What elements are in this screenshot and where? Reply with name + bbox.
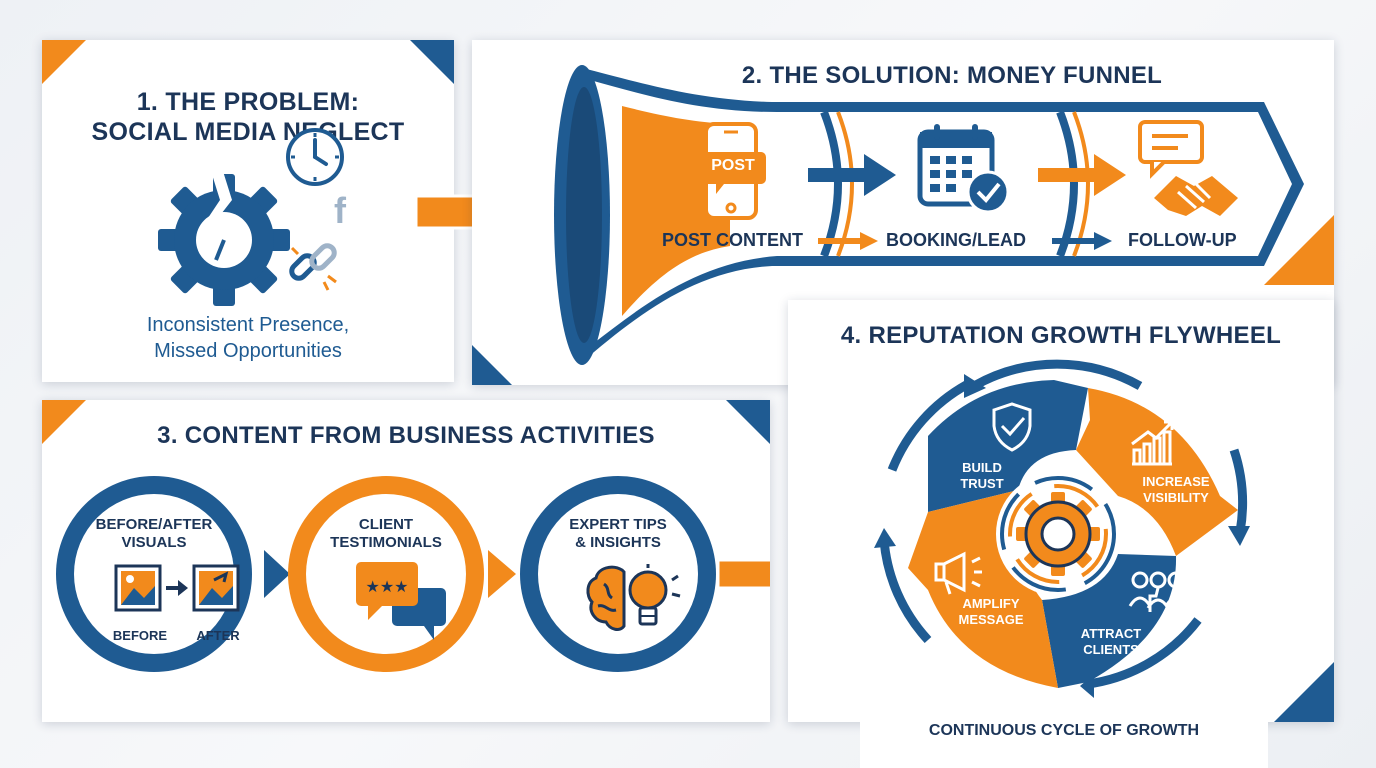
flywheel-footer-caption: CONTINUOUS CYCLE OF GROWTH	[928, 722, 1200, 739]
before-after-photos-icon	[114, 564, 240, 612]
step-label-follow-up: FOLLOW-UP	[1128, 230, 1237, 250]
flywheel-title: 4. REPUTATION GROWTH FLYWHEEL	[840, 322, 1282, 349]
small-arrow-icon	[1052, 232, 1112, 250]
clock-icon	[286, 128, 344, 186]
flywheel-segment-attract-clients: ATTRACT CLIENTS	[1080, 626, 1142, 657]
flywheel-segment-build-trust: BUILD TRUST	[960, 460, 1004, 491]
people-group-icon	[1128, 571, 1188, 612]
flywheel-footer-strip: CONTINUOUS CYCLE OF GROWTH	[860, 708, 1268, 768]
flywheel-segment-increase-visibility: INCREASE VISIBILITY	[1142, 474, 1210, 505]
step-label-post-content: POST CONTENT	[662, 230, 804, 250]
solution-title: 2. THE SOLUTION: MONEY FUNNEL	[741, 62, 1163, 89]
content-item-testimonials-title: CLIENT TESTIMONIALS	[330, 516, 442, 551]
flywheel-graphic	[874, 359, 1250, 698]
blue-corner-accent	[410, 40, 454, 84]
handshake-chat-icon	[1138, 120, 1238, 216]
phone-post-icon	[700, 122, 766, 220]
step-label-booking-lead: BOOKING/LEAD	[886, 230, 1027, 250]
flywheel-segment-amplify-message: AMPLIFY MESSAGE	[958, 596, 1024, 627]
blue-corner-accent	[472, 345, 512, 385]
problem-subtitle: Inconsistent Presence, Missed Opportunit…	[146, 314, 350, 362]
solution-panel: 2. THE SOLUTION: MONEY FUNNEL POST	[472, 40, 1334, 385]
flywheel-panel: 4. REPUTATION GROWTH FLYWHEEL	[788, 300, 1334, 722]
broken-link-icon	[289, 243, 337, 291]
content-item-expert-tips-title: EXPERT TIPS & INSIGHTS	[569, 516, 667, 551]
svg-text:★★★: ★★★	[365, 577, 408, 596]
small-arrow-icon	[818, 232, 878, 250]
brain-lightbulb-icon	[586, 564, 681, 631]
broken-gear-icon	[158, 168, 290, 306]
orange-corner-accent	[42, 40, 86, 84]
calendar-check-icon	[917, 124, 1010, 214]
growth-chart-icon	[1131, 420, 1174, 466]
megaphone-icon	[934, 551, 982, 595]
after-label: AFTER	[196, 628, 240, 643]
content-title: 3. CONTENT FROM BUSINESS ACTIVITIES	[157, 422, 655, 449]
problem-panel: 1. THE PROBLEM: SOCIAL MEDIA NEGLECT	[42, 40, 454, 382]
content-panel: 3. CONTENT FROM BUSINESS ACTIVITIES BEFO…	[42, 400, 770, 722]
problem-title: 1. THE PROBLEM: SOCIAL MEDIA NEGLECT	[91, 88, 405, 146]
post-badge-label: POST	[711, 157, 755, 174]
blue-corner-accent	[1274, 662, 1334, 722]
orange-corner-accent	[42, 400, 86, 444]
arrow-to-followup-icon	[1038, 154, 1126, 196]
testimonial-bubbles-icon: ★★★	[356, 562, 446, 640]
before-label: BEFORE	[112, 628, 168, 643]
arrow-to-booking-icon	[808, 154, 896, 196]
content-item-before-after-title: BEFORE/AFTER VISUALS	[95, 516, 213, 551]
blue-corner-accent	[726, 400, 770, 444]
facebook-icon: f	[334, 190, 346, 231]
shield-check-icon	[992, 402, 1032, 452]
